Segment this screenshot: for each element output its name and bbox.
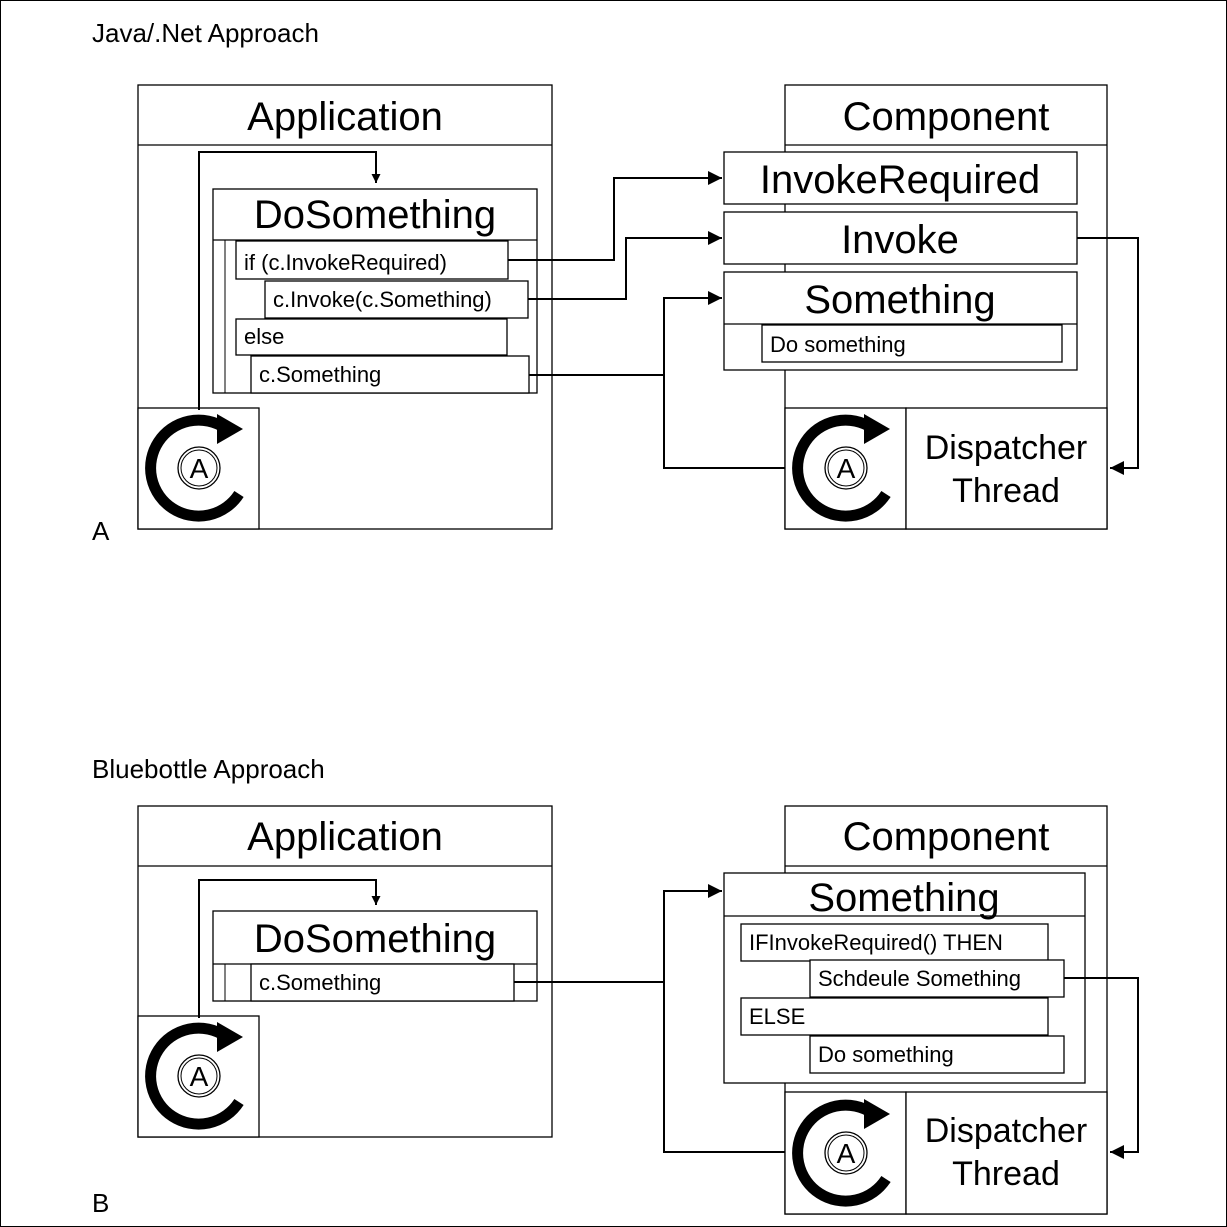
active-object-symbol: A: [190, 453, 209, 484]
active-object-symbol: A: [190, 1061, 209, 1092]
arrow-invoke-to-dispatcher: [1077, 237, 1139, 475]
self-call-arrow: [198, 151, 381, 410]
dosomething-title: DoSomething: [254, 193, 496, 237]
dispatcher-label-line1: Dispatcher: [925, 429, 1088, 467]
panel-b: Bluebottle Approach B Application DoSome…: [92, 754, 1139, 1218]
dispatcher-thread-box: [905, 1091, 1108, 1215]
method-invokerequired: [723, 151, 1078, 205]
panel-b-component: Component Something IFInvokeRequired() T…: [723, 805, 1108, 1215]
panel-b-application: Application DoSomething c.Something A: [137, 805, 553, 1138]
do-something-text: Do something: [770, 332, 906, 357]
panel-a-application: Application DoSomething if (c.InvokeRequ…: [137, 84, 553, 530]
code-line-else: [740, 997, 1049, 1036]
do-something-line: [761, 324, 1063, 363]
panel-b-title: Bluebottle Approach: [92, 754, 325, 784]
dispatcher-symbol: A: [837, 453, 856, 484]
dosomething-title: DoSomething: [254, 917, 496, 961]
method-invokerequired-label: InvokeRequired: [760, 158, 1040, 202]
code-line-else-text: else: [244, 324, 284, 349]
code-line-do-something-text: Do something: [818, 1042, 954, 1067]
panel-b-letter: B: [92, 1188, 109, 1218]
code-line-if: [740, 923, 1049, 962]
component-title: Component: [843, 95, 1050, 139]
code-line-schedule-text: Schdeule Something: [818, 966, 1021, 991]
code-line-something: [250, 355, 530, 394]
code-line-do-something: [809, 1035, 1065, 1074]
code-line-something-text: c.Something: [259, 970, 381, 995]
arrow-schedule-to-dispatcher: [1064, 977, 1139, 1159]
code-line-if-text: IFInvokeRequired() THEN: [749, 930, 1003, 955]
dispatcher-cycle-icon: A: [798, 414, 890, 516]
code-line-schedule: [809, 959, 1065, 998]
self-call-arrow: [198, 879, 381, 1018]
code-line-something: [250, 963, 515, 1002]
panel-a-letter: A: [92, 516, 110, 546]
method-invoke-label: Invoke: [841, 218, 959, 262]
arrow-dispatcher-to-something: [663, 291, 785, 469]
arrow-to-invoke: [528, 231, 722, 300]
arrow-dispatcher-to-something: [663, 884, 785, 1153]
dispatcher-label-line2: Thread: [952, 1155, 1060, 1193]
code-line-else: [235, 318, 508, 356]
arrow-to-invokerequired: [508, 171, 722, 261]
application-title: Application: [247, 95, 443, 139]
panel-a-title: Java/.Net Approach: [92, 18, 319, 48]
panel-a: Java/.Net Approach A Application DoSomet…: [92, 18, 1139, 546]
code-line-invoke-text: c.Invoke(c.Something): [273, 287, 492, 312]
code-line-else-text: ELSE: [749, 1004, 805, 1029]
code-line-something-text: c.Something: [259, 362, 381, 387]
code-line-if-text: if (c.InvokeRequired): [244, 250, 447, 275]
dispatcher-label-line2: Thread: [952, 472, 1060, 510]
application-title: Application: [247, 815, 443, 859]
method-something-label: Something: [804, 278, 995, 322]
panel-a-component: Component InvokeRequired Invoke Somethin…: [723, 84, 1108, 530]
active-object-cycle-icon: A: [151, 1022, 243, 1124]
code-line-invoke: [264, 280, 529, 319]
component-title: Component: [843, 815, 1050, 859]
active-object-cycle-icon: A: [151, 414, 243, 516]
dispatcher-cycle-icon: A: [798, 1099, 890, 1201]
dispatcher-symbol: A: [837, 1138, 856, 1169]
method-something-label: Something: [808, 876, 999, 920]
dispatcher-label-line1: Dispatcher: [925, 1112, 1088, 1150]
dispatcher-thread-box: [905, 407, 1108, 530]
